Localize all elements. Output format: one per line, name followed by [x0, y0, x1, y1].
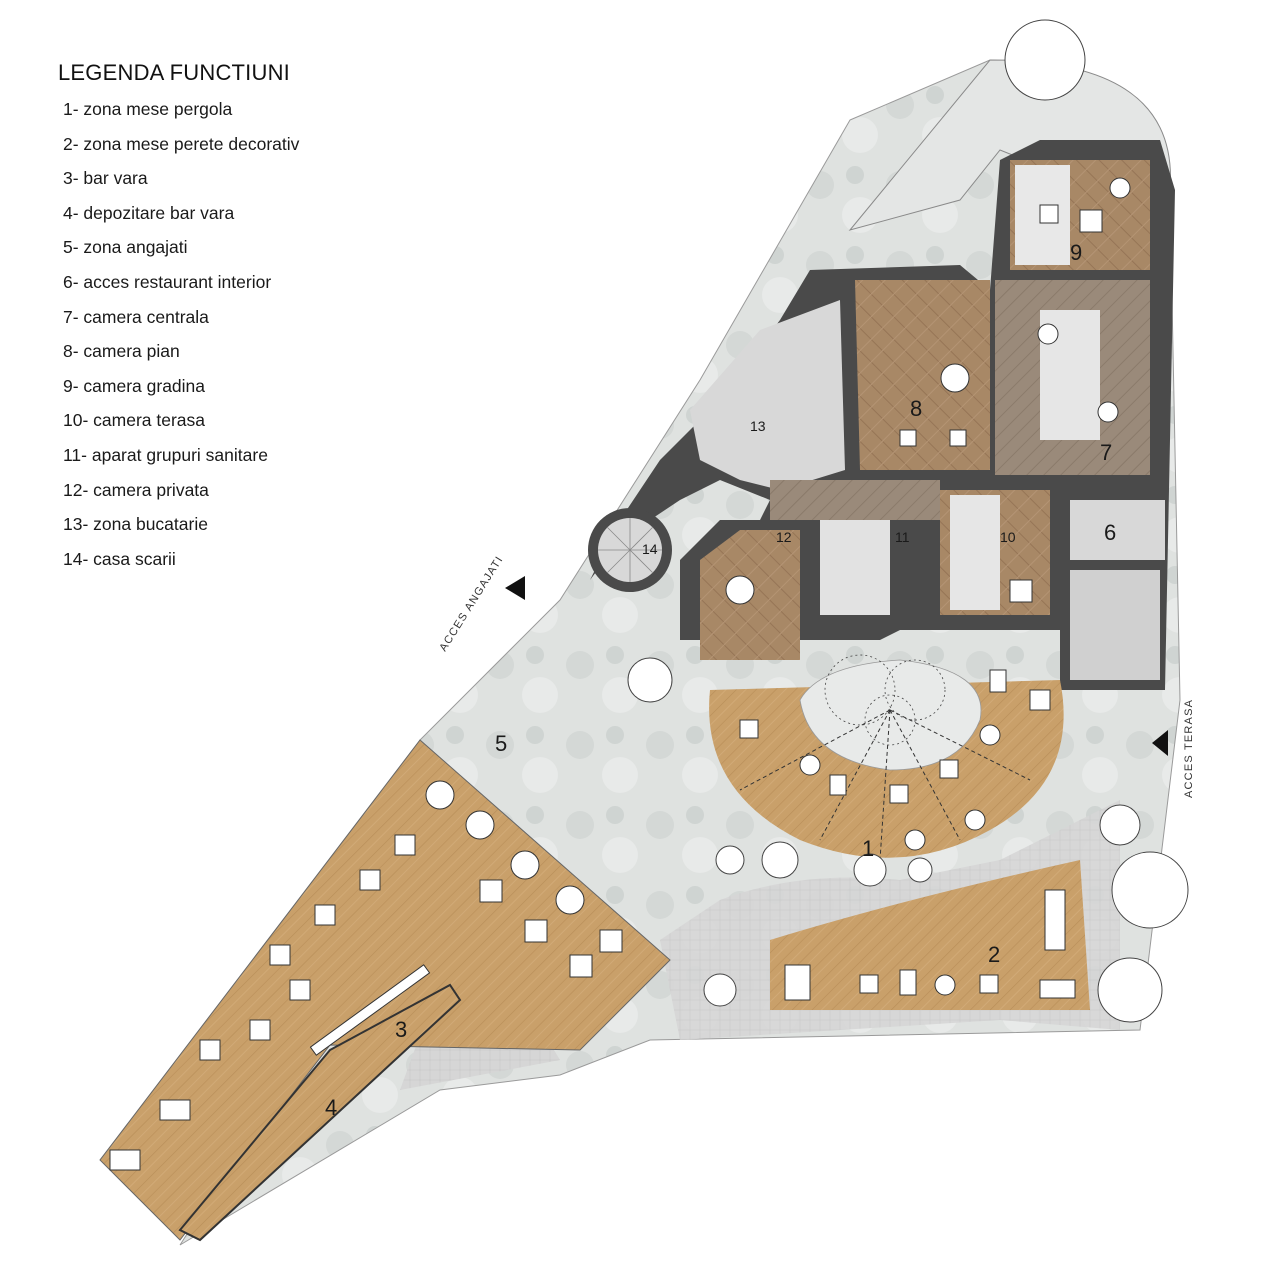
- room-8: [855, 280, 990, 470]
- legend-item: 4- depozitare bar vara: [63, 202, 235, 223]
- zone-number-2: 2: [988, 942, 1000, 967]
- legend-item: 5- zona angajati: [63, 237, 188, 258]
- legend-title: LEGENDA FUNCTIUNI: [58, 60, 290, 85]
- legend-item: 14- casa scarii: [63, 548, 176, 569]
- tables: [109, 177, 1131, 1171]
- zone-number-13: 13: [750, 418, 766, 434]
- zone-number-5: 5: [495, 731, 507, 756]
- access-terrace-arrow: [1152, 730, 1168, 756]
- access-employees-label: ACCES ANGAJATI: [437, 554, 506, 654]
- corridor: [770, 480, 940, 520]
- legend: LEGENDA FUNCTIUNI 1- zona mese pergola 2…: [58, 60, 299, 576]
- bar-counter: [309, 964, 431, 1056]
- legend-item: 12- camera privata: [63, 479, 209, 500]
- storage-4: [178, 983, 462, 1242]
- pergola-beams: [739, 709, 1031, 861]
- zone-number-12: 12: [776, 529, 792, 545]
- legend-item: 10- camera terasa: [63, 410, 206, 431]
- legend-item: 1- zona mese pergola: [63, 99, 233, 119]
- deck-2: [770, 860, 1090, 1010]
- legend-item: 3- bar vara: [63, 168, 148, 189]
- legend-item: 11- aparat grupuri sanitare: [63, 444, 268, 465]
- zone-number-11: 11: [895, 529, 910, 545]
- zone-number-7: 7: [1100, 440, 1112, 465]
- tree-canopies: [824, 654, 946, 746]
- legend-item: 7- camera centrala: [63, 306, 209, 327]
- legend-item: 9- camera gradina: [63, 375, 206, 396]
- room-13: [690, 300, 845, 490]
- legend-item: 13- zona bucatarie: [63, 514, 208, 535]
- legend-item: 2- zona mese perete decorativ: [63, 133, 300, 154]
- zone-number-4: 4: [325, 1095, 337, 1120]
- legend-item: 6- acces restaurant interior: [63, 271, 272, 292]
- zone-number-6: 6: [1104, 520, 1116, 545]
- pergola-center: [799, 659, 982, 771]
- terrace-access-strip: [1070, 570, 1160, 680]
- room-6: [1070, 500, 1165, 560]
- zone-number-9: 9: [1070, 240, 1082, 265]
- access-terrace-label: ACCES TERASA: [1183, 699, 1195, 798]
- access-employees-arrow: [505, 576, 525, 600]
- zone-number-14: 14: [642, 541, 658, 557]
- zone-number-1: 1: [862, 836, 874, 861]
- room-10-light: [950, 495, 1000, 610]
- zone-number-10: 10: [1000, 529, 1016, 545]
- trees: [627, 19, 1189, 1023]
- room-11: [820, 520, 890, 615]
- legend-item: 8- camera pian: [63, 341, 180, 362]
- zone-number-3: 3: [395, 1017, 407, 1042]
- zone-number-8: 8: [910, 396, 922, 421]
- staircase-steps: [598, 518, 662, 582]
